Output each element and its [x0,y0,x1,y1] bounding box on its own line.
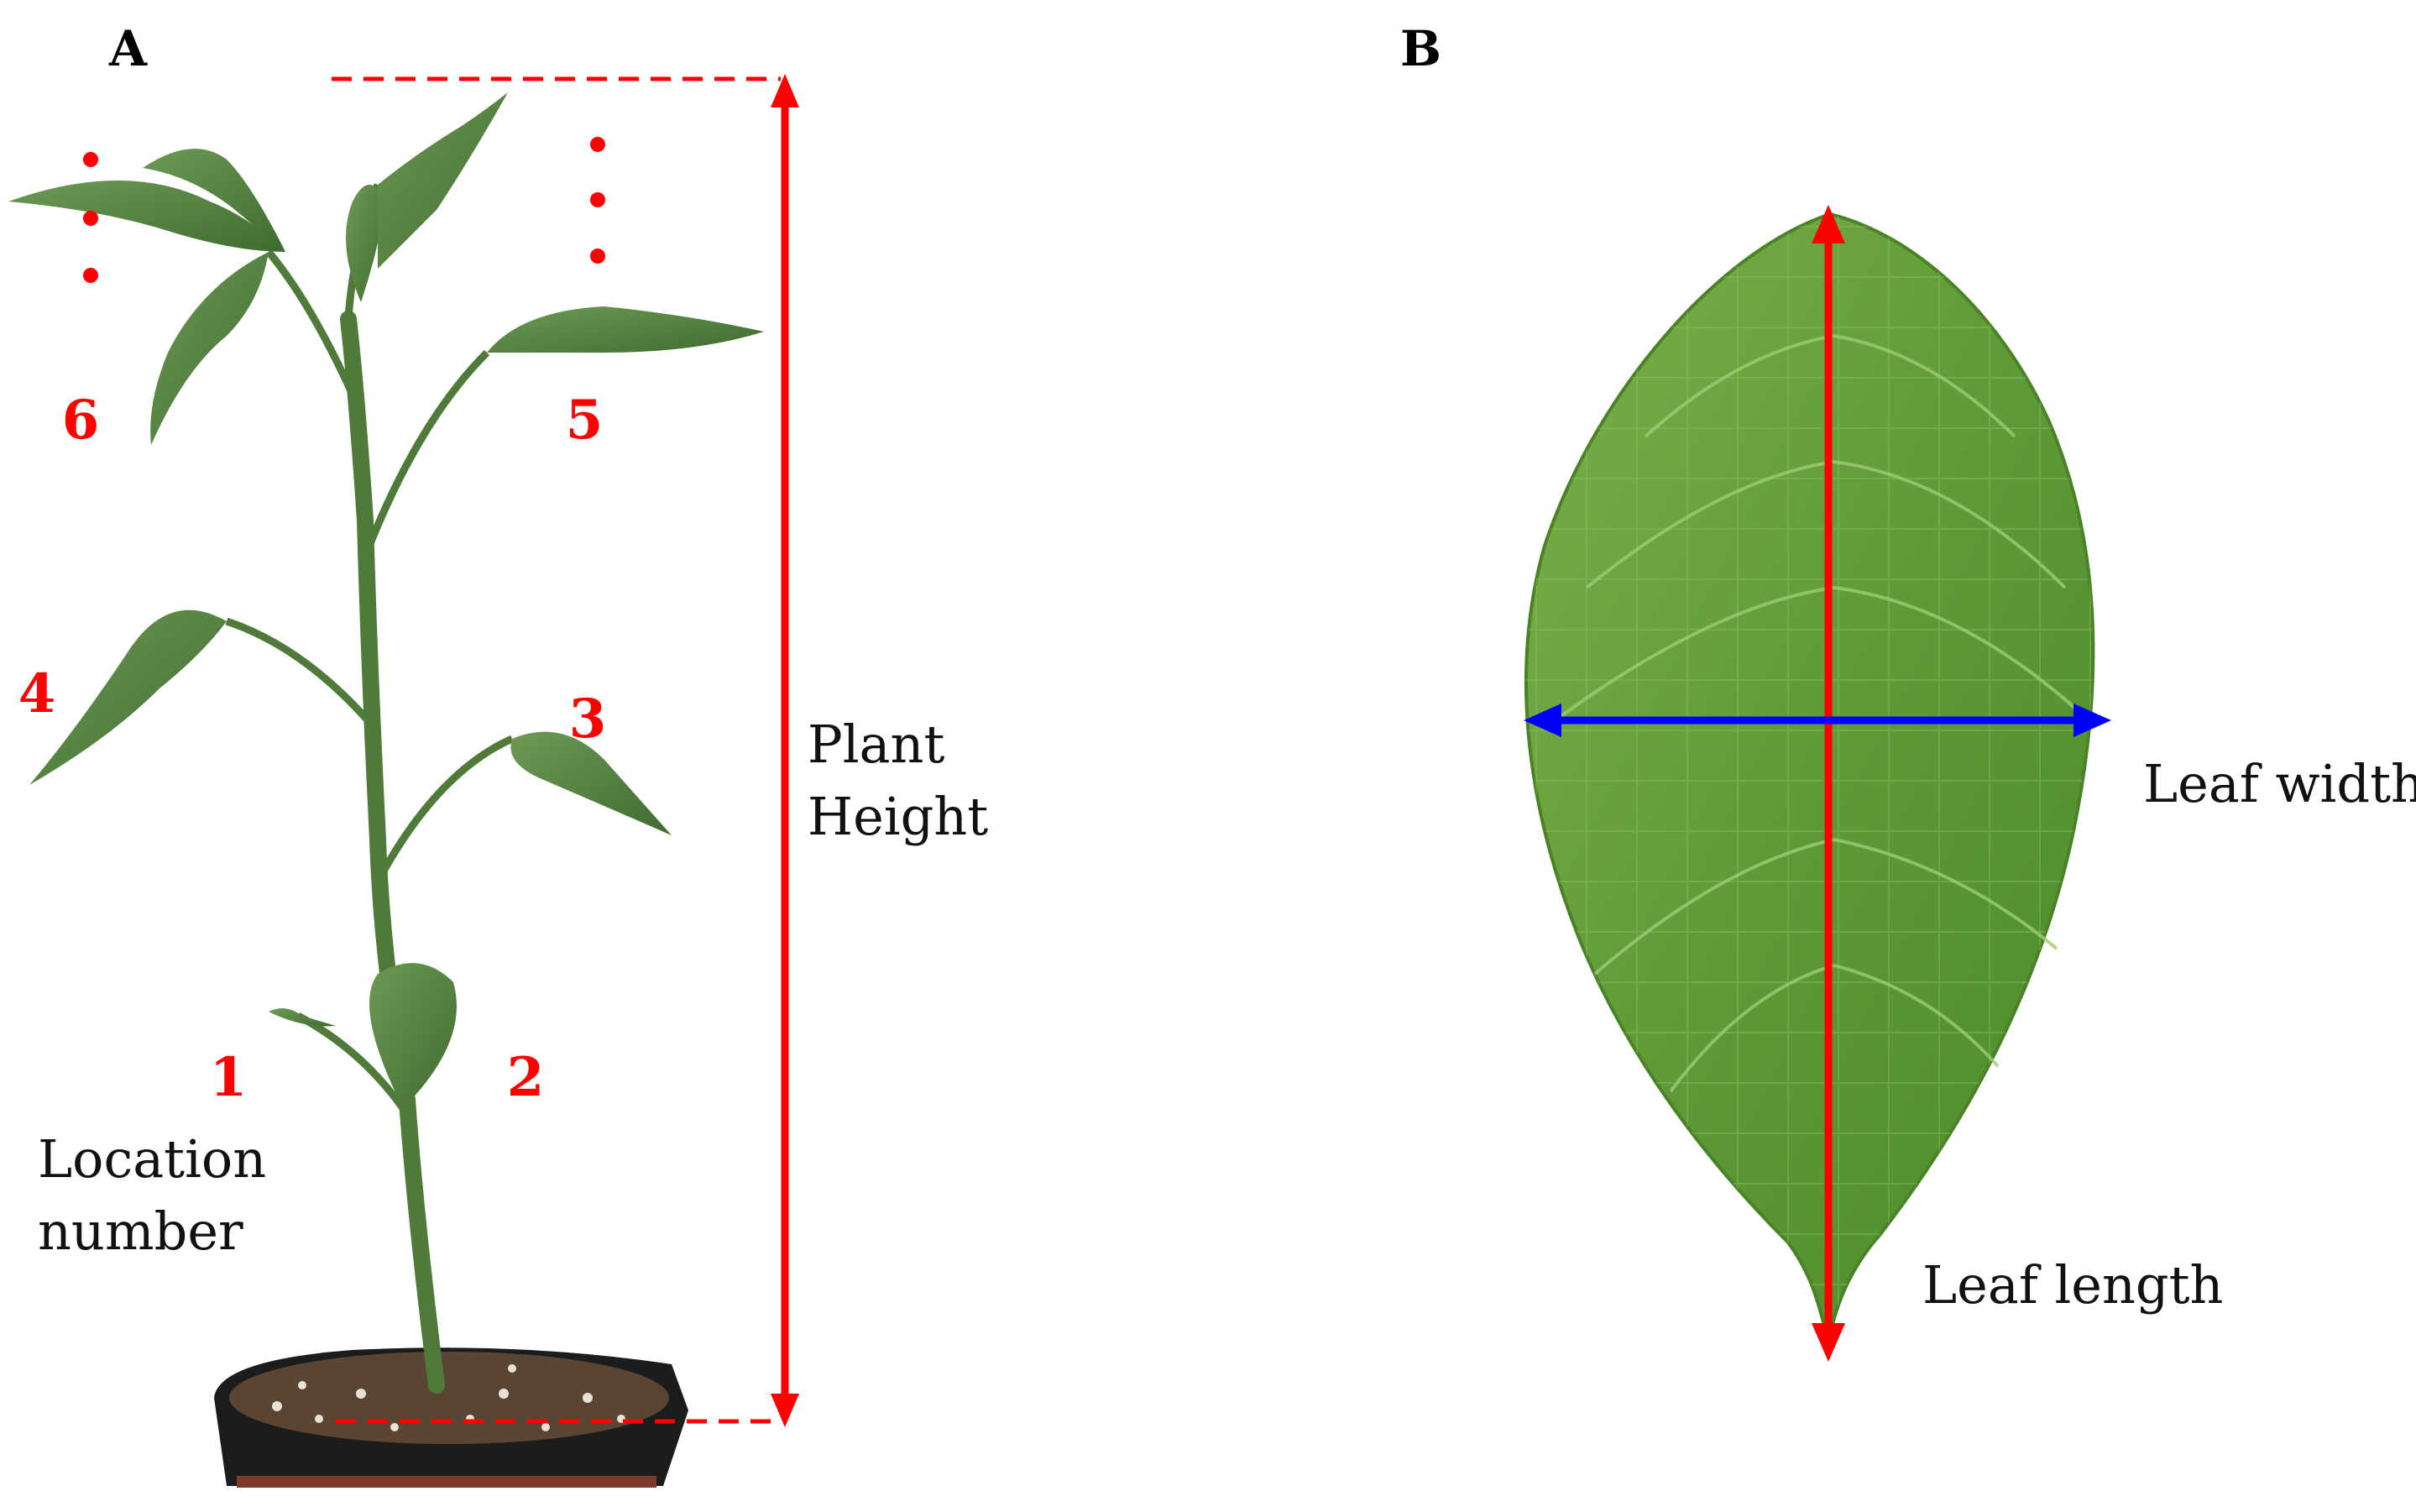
location-label-line-1: Location [38,1128,266,1190]
panel-b: B [1400,20,2416,1362]
location-number-5: 5 [566,389,604,452]
plant-pot [214,1347,688,1488]
leaf-width-label: Leaf width [2143,753,2416,814]
location-number-6: 6 [62,389,100,452]
panel-a-letter: A [108,20,148,77]
more-locations-dots-right [590,137,605,264]
pepper-plant-illustration [8,92,764,1488]
plant-height-label-line-1: Plant [808,714,944,775]
leaf-length-label: Leaf length [1922,1254,2223,1316]
leaf-illustration [1524,212,2095,1342]
leaf-length-arrow [1812,205,1845,1362]
plant-leaves [8,92,764,1108]
location-number-3: 3 [569,688,607,751]
leaf-width-arrow [1524,704,2111,737]
stem [340,311,445,1394]
panel-b-letter: B [1400,20,1441,77]
soil [229,1352,669,1444]
leaf-veins [1551,334,2092,1093]
location-label-line-2: number [38,1201,243,1262]
location-number-2: 2 [507,1046,545,1109]
more-locations-dots-left [83,152,98,283]
panel-a: A [8,20,988,1488]
plant-height-arrow [771,74,799,1427]
location-number-1: 1 [210,1046,248,1109]
plant-height-label-line-2: Height [808,786,988,847]
location-number-4: 4 [18,662,56,725]
